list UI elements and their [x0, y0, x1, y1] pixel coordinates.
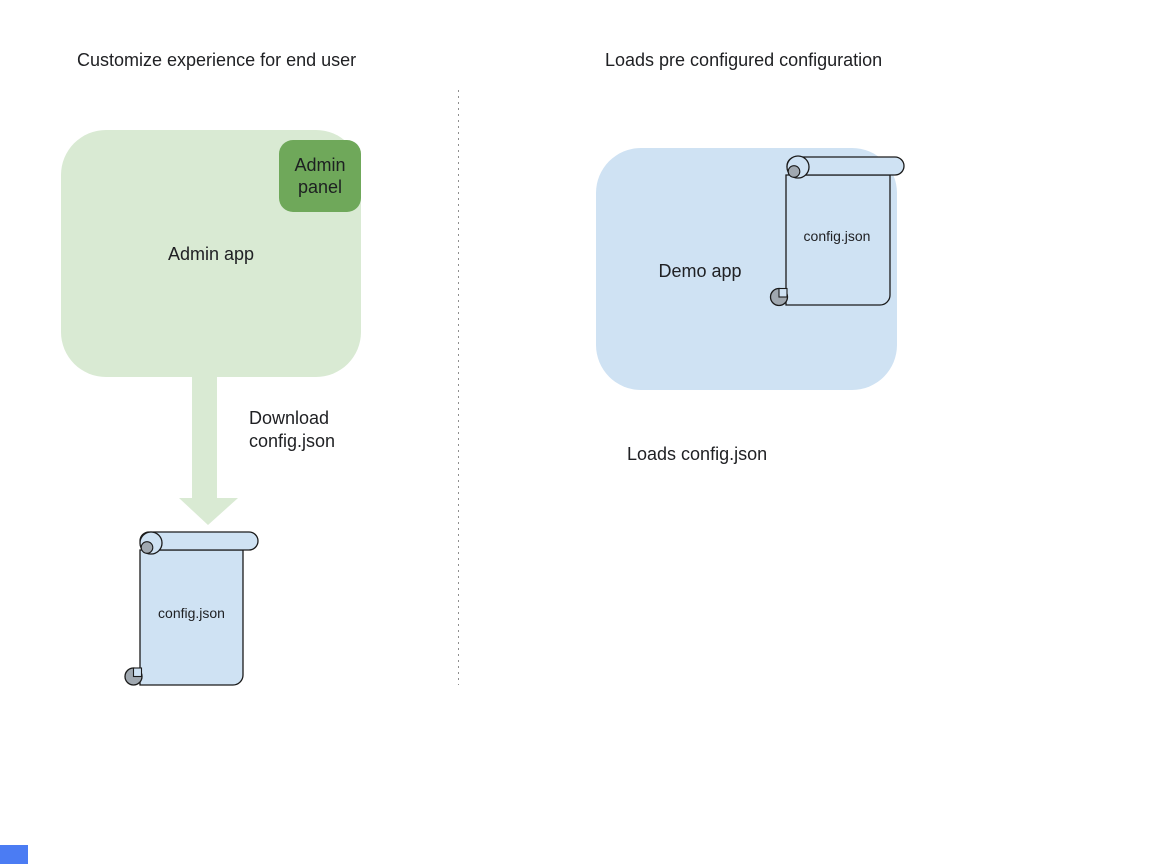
config-json-label-right: config.json: [804, 228, 871, 244]
download-arrow-label: Download config.json: [249, 407, 335, 453]
admin-panel-box: Admin panel: [279, 140, 361, 212]
admin-panel-label-line1: Admin: [294, 155, 346, 175]
config-json-label-left: config.json: [158, 605, 225, 621]
admin-panel-label-line2: panel: [297, 177, 343, 197]
download-arrow-label-line1: Download: [249, 408, 330, 428]
section-divider-dotted-line: [458, 90, 459, 685]
loads-config-caption: Loads config.json: [627, 444, 768, 464]
config-json-scroll-right: config.json: [769, 155, 905, 307]
right-section-title: Loads pre configured configuration: [605, 50, 883, 70]
left-section-title: Customize experience for end user: [77, 50, 357, 70]
admin-app-label: Admin app: [167, 244, 255, 264]
download-arrow-icon: [179, 371, 238, 525]
blue-corner-shape: [0, 845, 28, 864]
download-arrow-label-line2: config.json: [249, 431, 336, 451]
config-json-scroll-left: config.json: [124, 531, 259, 686]
demo-app-label: Demo app: [658, 261, 742, 281]
